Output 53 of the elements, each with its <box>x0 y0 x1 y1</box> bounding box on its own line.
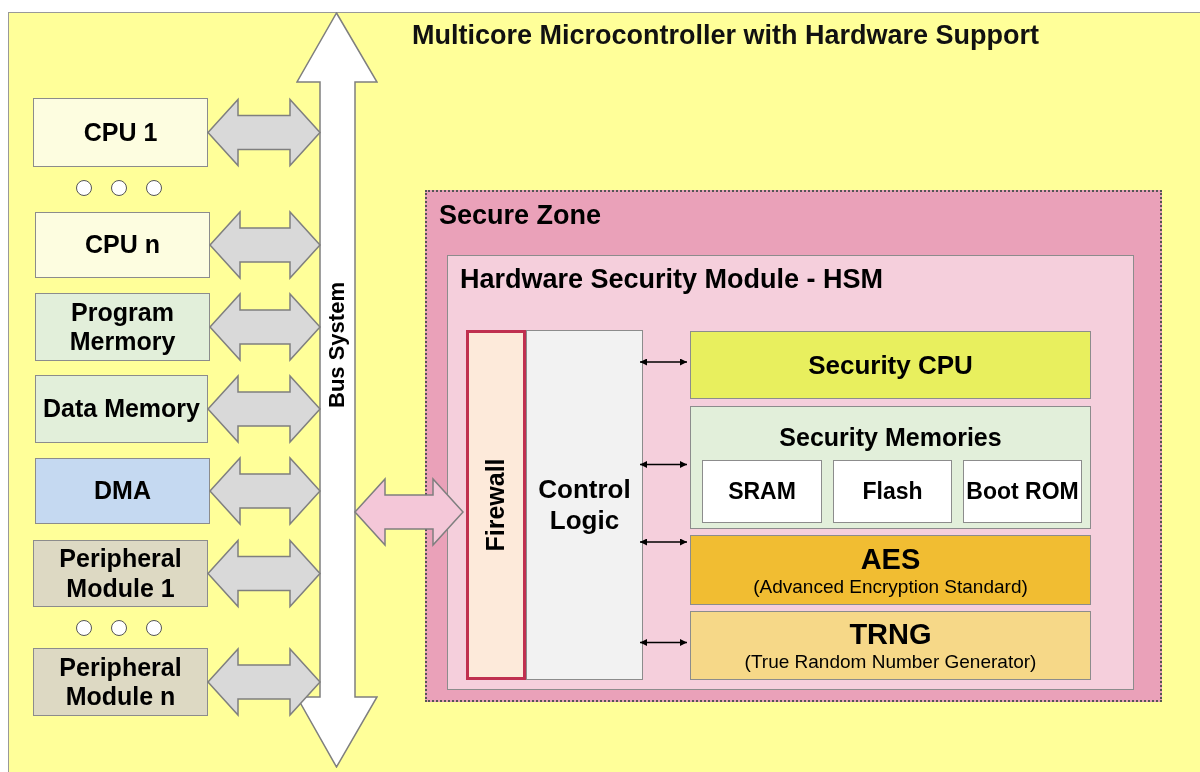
block-arrow <box>354 477 464 547</box>
node-label: SRAM <box>728 477 796 506</box>
node-subtitle: (Advanced Encryption Standard) <box>753 575 1028 599</box>
node-label: CPU 1 <box>83 117 158 148</box>
block-arrow <box>209 456 321 526</box>
process-box <box>33 540 208 607</box>
process-box <box>702 460 822 523</box>
node-label: TRNG <box>849 617 932 652</box>
process-box <box>33 98 208 167</box>
bus-arrow <box>296 12 378 768</box>
node-label: Data Memory <box>43 394 200 424</box>
process-box <box>35 293 210 361</box>
node-label: Control Logic <box>537 474 632 536</box>
diagram-title: Multicore Microcontroller with Hardware Support <box>412 20 1040 51</box>
process-box <box>690 611 1091 680</box>
arrow <box>639 358 688 366</box>
block-arrow <box>209 210 321 280</box>
node-subtitle: (True Random Number Generator) <box>744 651 1037 674</box>
process-box <box>833 460 952 523</box>
node-label: Boot ROM <box>966 477 1079 506</box>
firewall-box <box>466 330 526 680</box>
module-panel <box>447 255 1134 690</box>
process-box <box>35 458 210 524</box>
node-label: DMA <box>94 476 151 506</box>
process-box <box>35 212 210 278</box>
node-label: Program Mermory <box>68 297 177 357</box>
node-label: Flash <box>862 477 923 506</box>
arrow <box>639 538 688 546</box>
block-arrow <box>207 647 321 717</box>
process-box <box>690 535 1091 605</box>
process-box <box>690 331 1091 399</box>
secure-zone-panel <box>425 190 1162 702</box>
arrow <box>639 461 688 468</box>
arrow <box>639 639 688 646</box>
panel-heading: Hardware Security Module - HSM <box>460 264 884 296</box>
panel-heading: Secure Zone <box>439 200 602 232</box>
node-label: Peripheral Module 1 <box>58 544 183 603</box>
node-label: CPU n <box>85 230 160 260</box>
block-arrow <box>209 292 321 362</box>
memory-group-box <box>690 406 1091 529</box>
process-box <box>963 460 1082 523</box>
node-label: Firewall <box>481 458 511 552</box>
node-label: Security CPU <box>808 349 973 381</box>
group-heading: Security Memories <box>778 423 1003 453</box>
block-arrow <box>207 538 321 609</box>
bus-label: Bus System <box>324 281 350 408</box>
process-box <box>35 375 208 443</box>
block-arrow <box>207 97 321 168</box>
node-label: Peripheral Module n <box>58 652 183 712</box>
node-label: AES <box>860 541 921 576</box>
process-box <box>526 330 643 680</box>
block-arrow <box>207 374 321 444</box>
process-box <box>33 648 208 716</box>
